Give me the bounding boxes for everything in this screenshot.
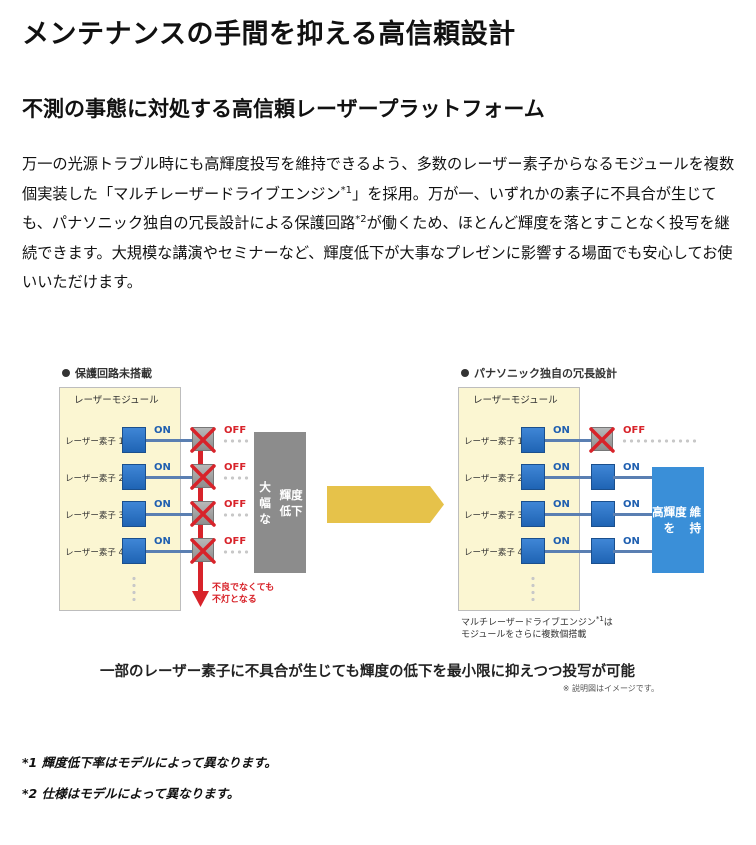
- cross-icon: [189, 426, 217, 454]
- connection-line: [545, 476, 591, 479]
- dotted-off-line: [222, 439, 252, 443]
- page-heading: メンテナンスの手間を抑える高信頼設計: [22, 19, 516, 50]
- output-line: [613, 513, 653, 516]
- connection-line: [146, 476, 192, 479]
- redundancy-diagram: 保護回路未搭載 レーザーモジュール レーザー素子 1 ON OFF レーザー素子 2 O…: [52, 355, 707, 705]
- footnote-ref-2: *2: [355, 213, 367, 225]
- on-label: ON: [623, 462, 640, 473]
- brightness-maintained-box: 高輝度を維持: [652, 467, 704, 573]
- bullet-icon: [461, 369, 469, 377]
- right-laser-module: [458, 387, 580, 611]
- laser-element-square: [521, 538, 545, 564]
- active-switch-square: [591, 464, 615, 490]
- laser-element-label: レーザー素子 3: [65, 511, 124, 521]
- on-label: ON: [623, 536, 640, 547]
- cross-icon: [189, 463, 217, 491]
- laser-element-label: レーザー素子 1: [464, 437, 523, 447]
- laser-element-square: [122, 427, 146, 453]
- laser-element-label: レーザー素子 2: [65, 474, 124, 484]
- on-label: ON: [553, 536, 570, 547]
- dotted-off-line: [621, 439, 696, 443]
- on-label: ON: [154, 536, 171, 547]
- output-line: [613, 550, 653, 553]
- left-red-note: 不良でなくても不灯となる: [212, 583, 275, 605]
- connection-line: [146, 513, 192, 516]
- on-label: ON: [623, 499, 640, 510]
- paragraph-part-3: が働くため、ほとんど輝度を落とすことなく投写を継続できます。大規模な講演やセミナ…: [22, 214, 733, 291]
- dotted-off-line: [222, 513, 252, 517]
- off-label: OFF: [224, 425, 247, 436]
- description-paragraph: 万一の光源トラブル時にも高輝度投写を維持できるよう、多数のレーザー素子からなるモ…: [22, 150, 742, 298]
- off-label: OFF: [224, 499, 247, 510]
- footnote-2: *2 仕様はモデルによって異なります。: [22, 786, 240, 801]
- diagram-caption: 一部のレーザー素子に不具合が生じても輝度の低下を最小限に抑えつつ投写が可能: [100, 664, 636, 680]
- laser-element-label: レーザー素子 4: [464, 548, 523, 558]
- right-panel-title: パナソニック独自の冗長設計: [461, 365, 617, 381]
- transition-arrow-icon: [327, 486, 444, 523]
- brightness-drop-box: 大幅な輝度低下: [254, 432, 306, 573]
- connection-line: [146, 439, 192, 442]
- red-arrow-down-icon: [192, 591, 209, 607]
- connection-line: [146, 550, 192, 553]
- laser-element-label: レーザー素子 4: [65, 548, 124, 558]
- left-more-elements-dots: [132, 575, 136, 601]
- paragraph-part-1: 万一の光源トラブル時にも高輝度投写を維持できるよう、多数のレーザー素子からなるモ…: [22, 155, 735, 203]
- on-label: ON: [154, 499, 171, 510]
- diagram-note: ※ 説明図はイメージです。: [562, 684, 659, 693]
- bullet-icon: [62, 369, 70, 377]
- on-label: ON: [553, 462, 570, 473]
- off-label: OFF: [623, 425, 646, 436]
- laser-element-square: [122, 464, 146, 490]
- laser-element-label: レーザー素子 1: [65, 437, 124, 447]
- laser-element-square: [122, 538, 146, 564]
- active-switch-square: [591, 538, 615, 564]
- section-heading: 不測の事態に対処する高信頼レーザープラットフォーム: [22, 97, 545, 121]
- left-panel-title: 保護回路未搭載: [62, 365, 152, 381]
- paragraph-part-2: 」を採用。万が一、いずれかの素子に不具合が生じても、パナソニック独自の冗長設計に…: [22, 184, 717, 233]
- laser-element-square: [521, 464, 545, 490]
- laser-element-label: レーザー素子 2: [464, 474, 523, 484]
- on-label: ON: [154, 462, 171, 473]
- cross-icon: [189, 537, 217, 565]
- footnote-ref-1: *1: [340, 184, 353, 196]
- laser-element-label: レーザー素子 3: [464, 511, 523, 521]
- off-label: OFF: [224, 462, 247, 473]
- dotted-off-line: [222, 550, 252, 554]
- cross-icon: [588, 426, 616, 454]
- left-laser-module: [59, 387, 181, 611]
- laser-element-square: [521, 501, 545, 527]
- dotted-off-line: [222, 476, 252, 480]
- connection-line: [545, 513, 591, 516]
- on-label: ON: [553, 499, 570, 510]
- left-module-title: レーザーモジュール: [74, 395, 159, 406]
- active-switch-square: [591, 501, 615, 527]
- on-label: ON: [553, 425, 570, 436]
- connection-line: [545, 550, 591, 553]
- cross-icon: [189, 500, 217, 528]
- engine-note: マルチレーザードライブエンジン*1はモジュールをさらに複数個搭載: [461, 615, 613, 641]
- laser-element-square: [122, 501, 146, 527]
- footnote-1: *1 輝度低下率はモデルによって異なります。: [22, 755, 277, 770]
- laser-element-square: [521, 427, 545, 453]
- right-more-elements-dots: [531, 575, 535, 601]
- connection-line: [545, 439, 591, 442]
- output-line: [613, 476, 653, 479]
- off-label: OFF: [224, 536, 247, 547]
- right-module-title: レーザーモジュール: [473, 395, 558, 406]
- on-label: ON: [154, 425, 171, 436]
